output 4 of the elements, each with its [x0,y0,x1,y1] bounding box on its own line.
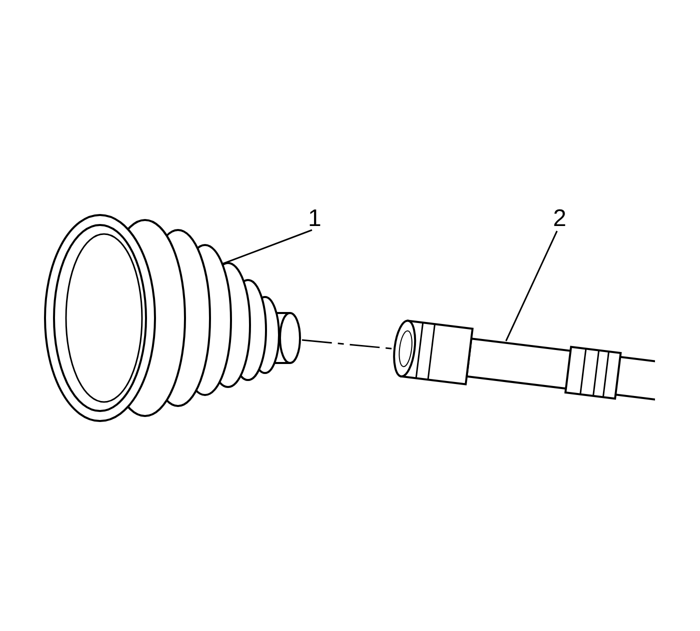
callout-number: 2 [553,207,569,231]
callout-number: 1 [308,207,324,231]
leader-line [222,229,312,265]
leader-line [505,230,558,342]
